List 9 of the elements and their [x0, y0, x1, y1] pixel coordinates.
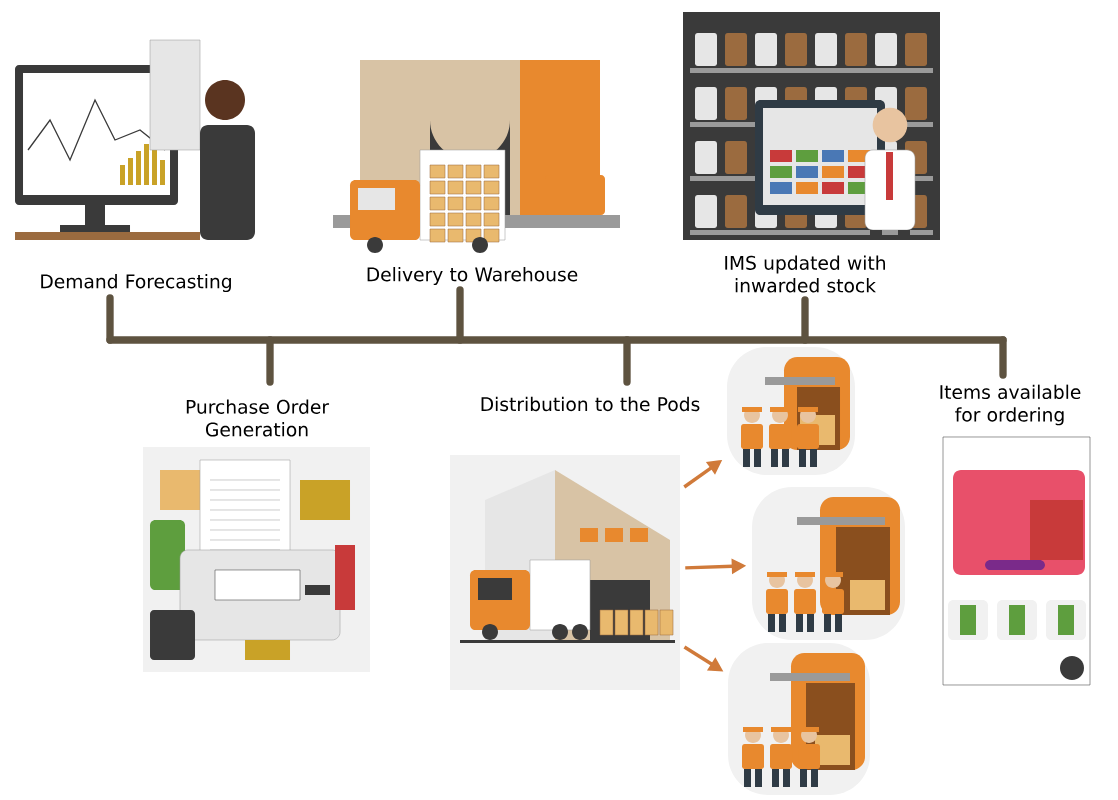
step-label: Items available for ordering [940, 384, 1081, 426]
step-label: Delivery to Warehouse [367, 266, 578, 286]
pod-staff-drawing [752, 487, 905, 640]
step-label: Distribution to the Pods [481, 396, 700, 412]
pod-staff-drawing [728, 643, 870, 795]
pod-staff-drawing [727, 347, 855, 475]
step-label: Demand Forecasting [41, 273, 231, 293]
step-label: Purchase Order Generation [186, 399, 330, 437]
step-label: IMS updated with inwarded stock [725, 255, 885, 293]
